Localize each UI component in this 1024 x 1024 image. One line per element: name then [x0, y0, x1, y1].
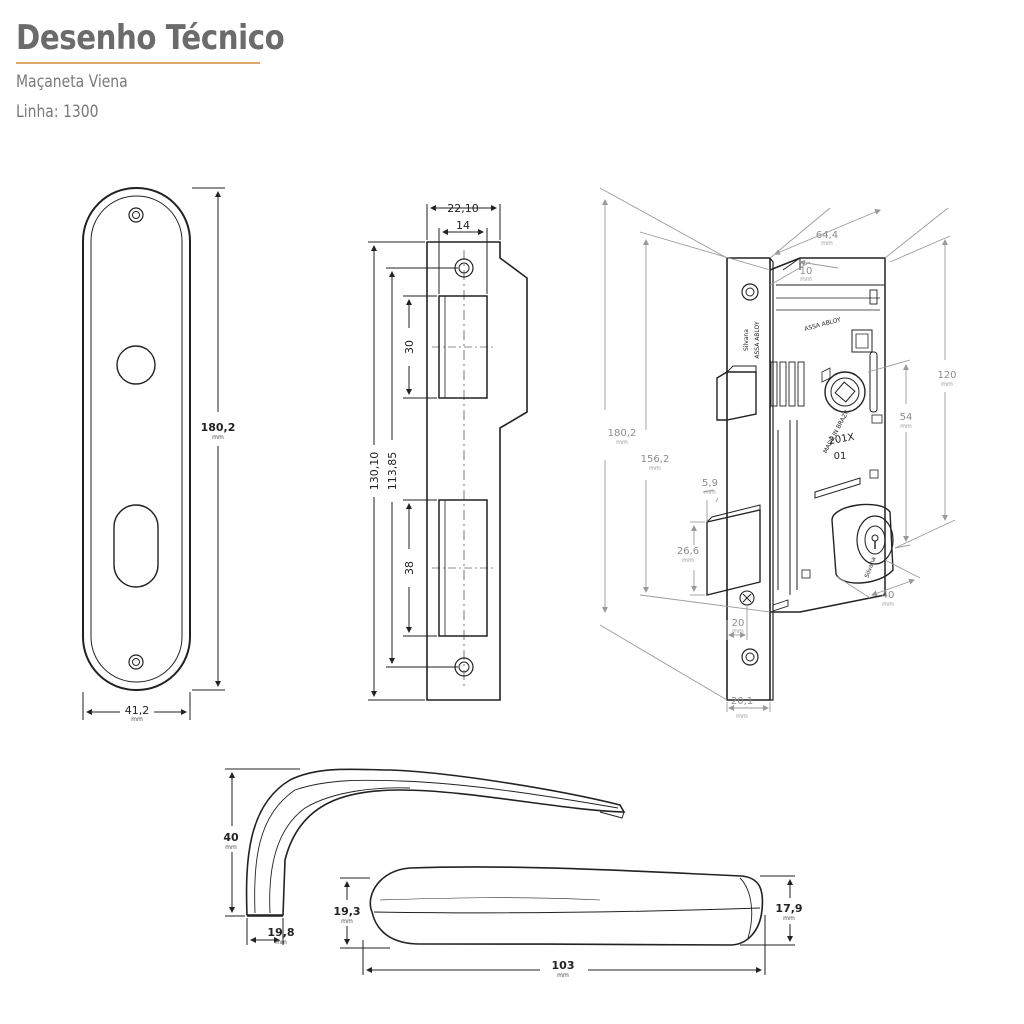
lock-code: 01 [834, 451, 847, 462]
header: Desenho Técnico Maçaneta Viena Linha: 13… [16, 18, 285, 122]
strike-bottom-slot-label: 38 [403, 561, 416, 575]
product-line: Linha: 1300 [16, 102, 99, 122]
bolt-slot [438, 499, 488, 637]
lock-depth-unit: mm [821, 240, 833, 247]
lock-latch-width-label: 5,9 [702, 478, 718, 489]
escutcheon-plate [82, 187, 191, 691]
lock-depth-label: 64,4 [816, 230, 838, 241]
lock-marking: ASSA ABLOY [804, 316, 842, 332]
lock-dimensions [599, 187, 956, 712]
title-underline [16, 62, 260, 64]
lock-screw-top [741, 283, 759, 301]
lock-center-distance-unit: mm [900, 423, 912, 430]
screw-hole-bottom [128, 654, 144, 670]
handle-hole [116, 345, 156, 385]
lock-latch-width-unit: mm [704, 489, 716, 496]
lock-backset-unit: mm [800, 276, 812, 283]
lock-body-height-unit: mm [649, 465, 661, 472]
strike-outer-height-label: 130,10 [368, 452, 381, 491]
strike-outer-width-label: 22,10 [447, 202, 479, 215]
lock-bolt-height-label: 26,6 [677, 546, 699, 557]
handle-side-view [245, 768, 626, 917]
lock-faceplate-width-label: 20,1 [731, 696, 753, 707]
dead-bolt [706, 509, 761, 596]
strike-inner-height-label: 113,85 [386, 452, 399, 491]
lock-body [769, 257, 886, 613]
lock-bolt-offset-label: 20 [732, 618, 745, 629]
latch-slot [438, 295, 488, 399]
handle-end-height-right-unit: mm [783, 915, 795, 922]
handle-end-height-left-label: 19,3 [333, 905, 360, 918]
lock-brand-secondary: ASSA ABLOY [754, 321, 761, 359]
plate-width-dimension [82, 692, 191, 720]
lock-height-right-unit: mm [941, 381, 953, 388]
strike-inner-width-label: 14 [456, 219, 470, 232]
lock-made-in: MADE IN BRAZIL [822, 407, 852, 454]
handle-top-view [369, 866, 764, 946]
lock-screw-bottom [741, 648, 759, 666]
handle-length-label: 103 [552, 959, 575, 972]
lock-height-right-label: 120 [937, 370, 956, 381]
handle-side-dimensions [225, 768, 300, 945]
handle-end-height-right-label: 17,9 [775, 902, 802, 915]
key-hole [113, 504, 159, 588]
handle-height-unit: mm [225, 844, 237, 851]
lock-bolt-height-unit: mm [682, 557, 694, 564]
strike-dimensions [368, 204, 501, 701]
strike-plate [426, 241, 528, 701]
lock-faceplate-width-unit: mm [736, 713, 748, 720]
lock-bolt-offset-unit: mm [732, 628, 744, 635]
product-name: Maçaneta Viena [16, 72, 128, 92]
lock-center-distance-label: 54 [900, 412, 913, 423]
lock-cylinder [831, 503, 894, 584]
handle-base-width-label: 19,8 [267, 926, 294, 939]
lock-cylinder-unit: mm [882, 601, 894, 608]
plate-height-unit: mm [212, 434, 224, 441]
cylinder-brand: Silvana [864, 556, 878, 579]
lock-backset-label: 10 [800, 266, 813, 277]
lock-faceplate-height-label: 180,2 [608, 428, 637, 439]
follower-hub [824, 371, 866, 413]
lock-brand: Silvana [743, 329, 750, 351]
lock-cylinder-label: 40 [882, 590, 895, 601]
plate-height-dimension [192, 187, 225, 691]
strike-top-slot-label: 30 [403, 340, 416, 354]
screw-hole-top [128, 207, 144, 223]
plate-width-label: 41,2 [125, 704, 150, 717]
plate-height-label: 180,2 [201, 421, 236, 434]
handle-end-height-left-unit: mm [341, 918, 353, 925]
lock-faceplate-height-unit: mm [616, 439, 628, 446]
handle-base-width-unit: mm [275, 939, 287, 946]
handle-top-dimensions [340, 875, 795, 975]
handle-length-unit: mm [557, 972, 569, 979]
handle-height-label: 40 [223, 831, 239, 844]
lock-body-height-label: 156,2 [641, 454, 670, 465]
lock-model: 201X [828, 432, 856, 447]
plate-width-unit: mm [131, 716, 143, 723]
